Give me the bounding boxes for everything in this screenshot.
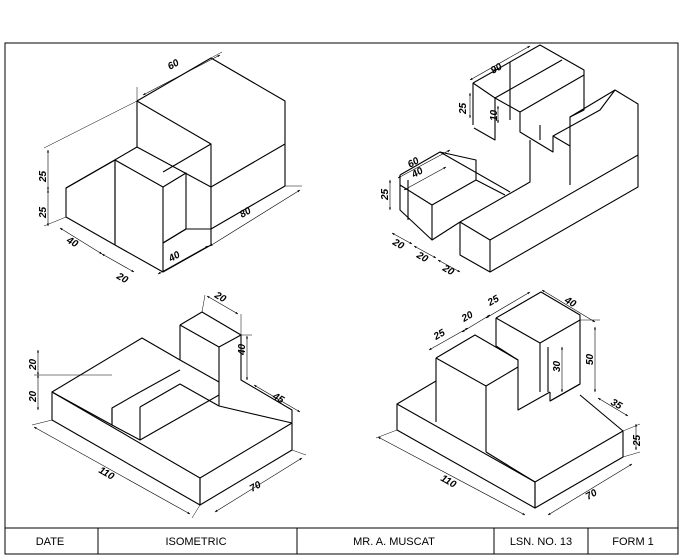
dim-20-lower: 20 [28, 390, 39, 403]
title-author: MR. A. MUSCAT [353, 536, 435, 548]
isometric-drawing-bottom-left: 20 40 45 20 20 110 70 [28, 290, 307, 519]
dim-20-c: 20 [440, 263, 456, 279]
title-subject: ISOMETRIC [165, 536, 226, 548]
dim-20: 20 [114, 271, 130, 287]
isometric-drawing-top-left: 60 25 25 40 20 40 80 [38, 51, 302, 287]
dim-60: 60 [406, 155, 422, 170]
title-form: FORM 1 [612, 536, 654, 548]
isometric-drawing-top-right: 90 25 10 60 40 25 20 20 20 [380, 44, 639, 279]
dim-110: 110 [97, 465, 117, 483]
dim-20-b: 20 [414, 250, 430, 266]
dim-10: 10 [489, 109, 500, 121]
dim-40: 40 [237, 343, 248, 356]
sheet-border [4, 42, 679, 555]
isometric-drawing-bottom-right: 25 20 25 40 30 50 35 25 110 70 [375, 289, 643, 516]
dim-60: 60 [166, 57, 182, 72]
dim-70: 70 [248, 479, 264, 494]
dim-35: 35 [609, 397, 625, 412]
dim-40-left: 40 [64, 235, 80, 251]
dim-70: 70 [584, 487, 600, 502]
dim-40: 40 [562, 295, 578, 311]
dim-30: 30 [552, 360, 563, 372]
dim-110: 110 [439, 473, 459, 491]
dim-90: 90 [489, 61, 505, 76]
dim-20-top: 20 [212, 290, 228, 306]
dim-25-top: 25 [458, 102, 469, 115]
title-date-label: DATE [36, 536, 65, 548]
dim-25-right: 25 [632, 434, 643, 447]
title-lesson: LSN. NO. 13 [510, 536, 572, 548]
dim-80: 80 [238, 205, 254, 220]
dim-25-upper: 25 [38, 170, 49, 183]
dim-45: 45 [270, 391, 286, 407]
dim-20-upper: 20 [28, 358, 39, 371]
dim-40: 40 [409, 165, 425, 181]
dim-25-left: 25 [380, 188, 391, 201]
dim-40-right: 40 [166, 249, 182, 265]
title-block: DATE ISOMETRIC MR. A. MUSCAT LSN. NO. 13… [5, 527, 678, 554]
dim-20: 20 [459, 309, 475, 325]
dim-25-left: 25 [431, 327, 447, 343]
dim-25-mid: 25 [485, 293, 501, 309]
dim-20-a: 20 [390, 237, 406, 253]
dim-50: 50 [585, 353, 596, 365]
dim-25-lower: 25 [38, 206, 49, 219]
